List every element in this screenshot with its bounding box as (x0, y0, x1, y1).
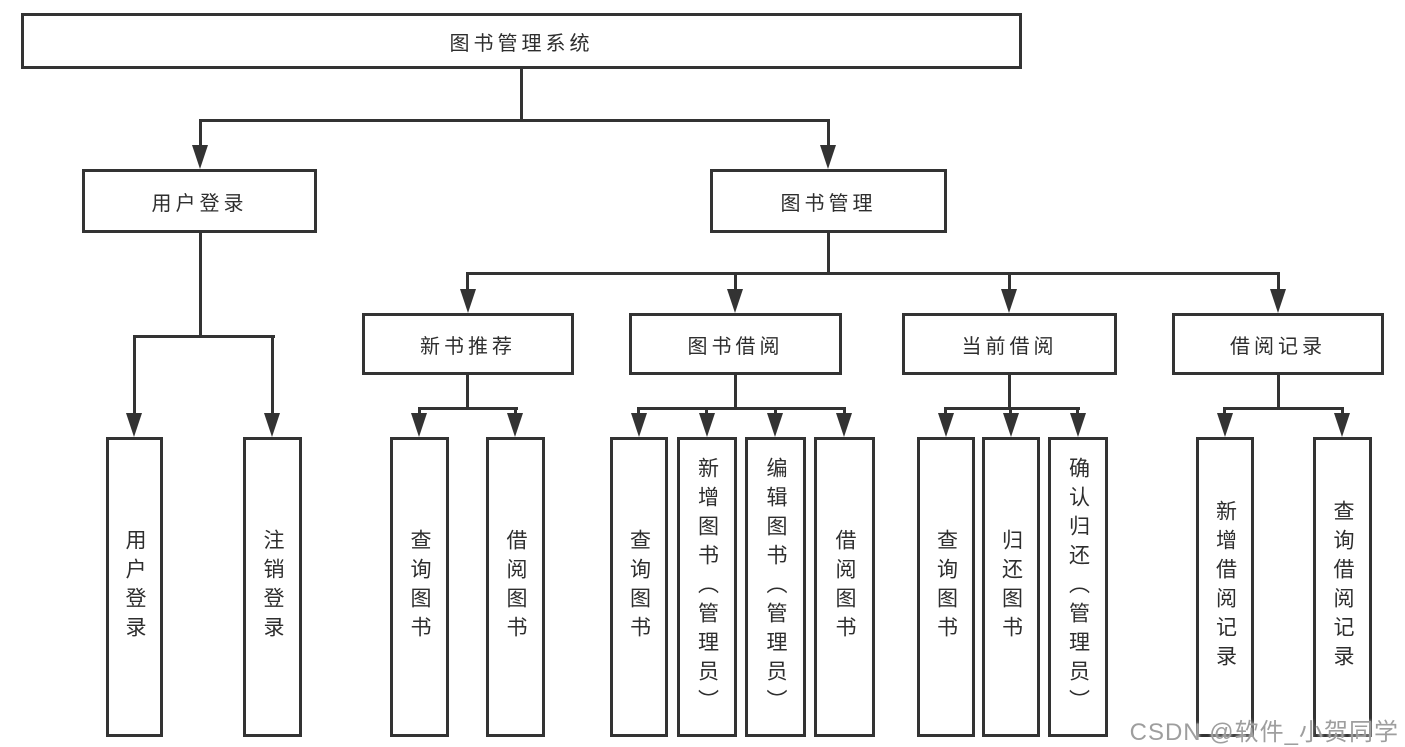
arrow-down-icon (264, 413, 280, 437)
node-book-management: 图书管理 (710, 169, 947, 233)
node-user-login: 用户登录 (82, 169, 317, 233)
connector-line (1223, 407, 1344, 410)
arrow-down-icon (727, 289, 743, 313)
connector-line (199, 119, 202, 149)
node-current-borrow: 当前借阅 (902, 313, 1117, 375)
node-leaf-query-books-borrow: 查询图书 (610, 437, 668, 737)
node-leaf-query-books-recommend: 查询图书 (390, 437, 449, 737)
connector-line (827, 119, 830, 149)
connector-line (466, 272, 1280, 275)
arrow-down-icon (460, 289, 476, 313)
connector-line (944, 407, 1080, 410)
arrow-down-icon (631, 413, 647, 437)
csdn-watermark: CSDN @软件_小贺同学 (1129, 719, 1399, 746)
arrow-down-icon (1003, 413, 1019, 437)
arrow-down-icon (192, 145, 208, 169)
connector-line (1008, 375, 1011, 409)
connector-line (466, 272, 469, 294)
arrow-down-icon (507, 413, 523, 437)
arrow-down-icon (1334, 413, 1350, 437)
connector-line (271, 335, 274, 417)
connector-line (133, 335, 136, 417)
arrow-down-icon (1270, 289, 1286, 313)
arrow-down-icon (836, 413, 852, 437)
node-new-book-recommend: 新书推荐 (362, 313, 574, 375)
node-leaf-add-borrow-record: 新增借阅记录 (1196, 437, 1254, 737)
node-leaf-user-login: 用户登录 (106, 437, 163, 737)
node-leaf-query-books-current: 查询图书 (917, 437, 975, 737)
arrow-down-icon (767, 413, 783, 437)
connector-line (418, 407, 518, 410)
connector-line (520, 69, 523, 119)
arrow-down-icon (699, 413, 715, 437)
connector-line (199, 233, 202, 335)
connector-line (637, 407, 846, 410)
connector-line (466, 375, 469, 409)
node-leaf-query-borrow-record: 查询借阅记录 (1313, 437, 1372, 737)
arrow-down-icon (411, 413, 427, 437)
node-book-borrow: 图书借阅 (629, 313, 842, 375)
connector-line (734, 272, 737, 294)
node-leaf-add-books-admin: 新增图书（管理员） (677, 437, 737, 737)
arrow-down-icon (1001, 289, 1017, 313)
arrow-down-icon (938, 413, 954, 437)
arrow-down-icon (1217, 413, 1233, 437)
arrow-down-icon (820, 145, 836, 169)
node-leaf-logout: 注销登录 (243, 437, 302, 737)
node-borrow-records: 借阅记录 (1172, 313, 1384, 375)
connector-line (734, 375, 737, 409)
node-leaf-return-books: 归还图书 (982, 437, 1040, 737)
connector-line (1277, 272, 1280, 294)
node-leaf-confirm-return-admin: 确认归还（管理员） (1048, 437, 1108, 737)
node-leaf-borrow-books: 借阅图书 (814, 437, 875, 737)
node-leaf-edit-books-admin: 编辑图书（管理员） (745, 437, 806, 737)
arrow-down-icon (126, 413, 142, 437)
connector-line (1277, 375, 1280, 409)
connector-line (199, 119, 830, 122)
connector-line (133, 335, 275, 338)
node-library-system: 图书管理系统 (21, 13, 1022, 69)
connector-line (827, 233, 830, 275)
node-leaf-borrow-books-recommend: 借阅图书 (486, 437, 545, 737)
arrow-down-icon (1070, 413, 1086, 437)
connector-line (1008, 272, 1011, 294)
